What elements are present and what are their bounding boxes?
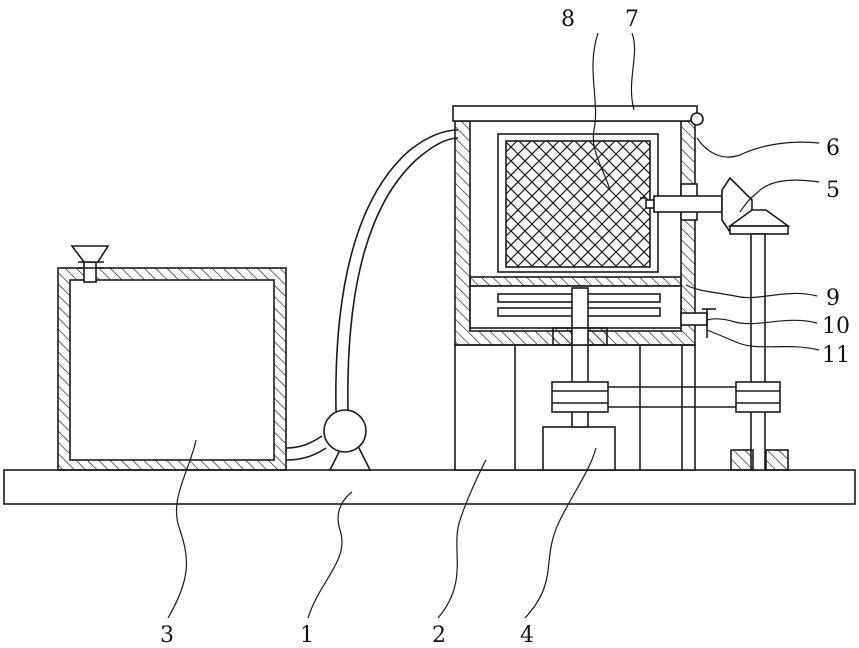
label-1: 1 [300,623,314,648]
label-4: 4 [520,623,534,648]
vertical-shaft [731,234,788,470]
label-10: 10 [822,314,850,339]
pump [324,410,370,470]
base-plate [4,470,855,504]
label-5: 5 [826,178,840,203]
label-7: 7 [625,7,639,32]
label-6: 6 [826,136,840,161]
hinge-icon [691,113,703,125]
label-2: 2 [432,623,446,648]
water-tank [58,246,286,470]
label-8: 8 [561,7,575,32]
label-9: 9 [826,286,840,311]
drive-shaft-horizontal [654,196,722,212]
hose [336,130,458,411]
label-3: 3 [160,623,174,648]
label-11: 11 [822,343,850,368]
pipe-tank-pump [286,436,326,460]
